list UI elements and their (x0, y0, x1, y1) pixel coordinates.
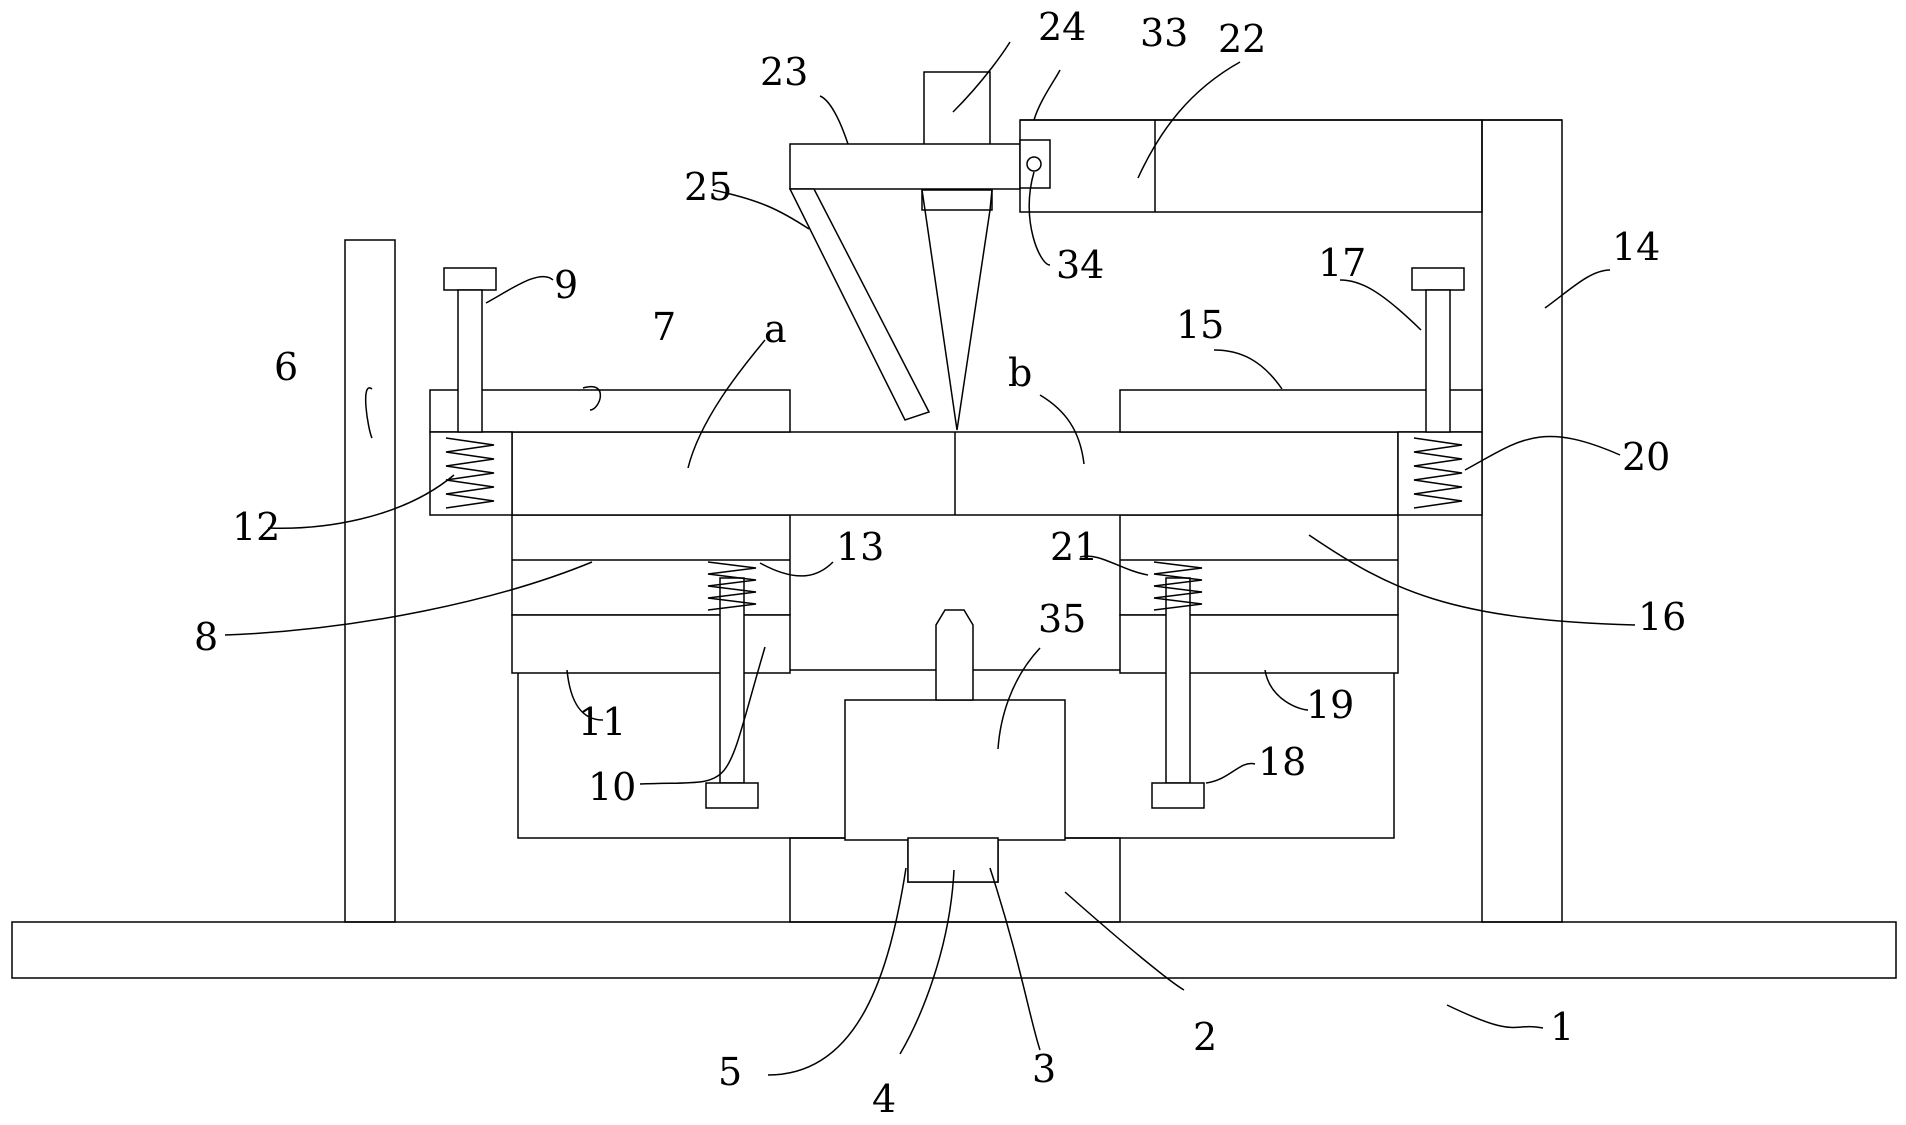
guide-rod-25 (788, 188, 931, 421)
label-7: 7 (652, 305, 676, 349)
label-23: 23 (760, 50, 808, 94)
right-lower-bolt-head (1151, 782, 1205, 809)
cutter-arm-23 (789, 143, 1021, 190)
label-20: 20 (1622, 435, 1670, 479)
label-11: 11 (578, 700, 626, 744)
right-bolt-shank (1425, 289, 1451, 433)
base-plate (11, 921, 1897, 979)
label-9: 9 (554, 263, 578, 307)
label-14: 14 (1612, 225, 1660, 269)
label-3: 3 (1032, 1047, 1056, 1091)
label-19: 19 (1306, 683, 1354, 727)
label-15: 15 (1176, 303, 1224, 347)
spring-21 (1153, 561, 1203, 611)
label-4: 4 (872, 1077, 896, 1121)
label-13: 13 (836, 525, 884, 569)
label-22: 22 (1218, 17, 1266, 61)
label-17: 17 (1318, 241, 1366, 285)
right-bolt-head (1411, 267, 1465, 291)
cutting-blade (924, 209, 991, 431)
label-25: 25 (684, 165, 732, 209)
label-8: 8 (194, 615, 218, 659)
right-spring-housing (1397, 431, 1483, 516)
callout-labels: 1 2 3 4 5 6 7 8 9 10 11 12 13 14 15 16 1… (194, 5, 1686, 1121)
label-16: 16 (1638, 595, 1686, 639)
label-24: 24 (1038, 5, 1086, 49)
label-6: 6 (274, 345, 298, 389)
right-clamp (1119, 389, 1483, 433)
left-column (344, 239, 396, 923)
left-bolt-shank (457, 289, 483, 433)
label-1: 1 (1550, 1005, 1574, 1049)
label-10: 10 (588, 765, 636, 809)
left-clamp (429, 389, 791, 433)
left-spring-housing (429, 431, 513, 516)
spring-13 (707, 561, 757, 611)
locating-pin (935, 609, 974, 701)
spring-20 (1413, 437, 1463, 509)
left-bracket (511, 614, 791, 674)
right-bracket (1119, 614, 1399, 674)
label-a: a (764, 307, 787, 351)
right-lower-bolt-shank (1165, 577, 1191, 784)
left-bolt-head (443, 267, 497, 291)
label-12: 12 (232, 505, 280, 549)
label-b: b (1008, 351, 1032, 395)
label-35: 35 (1038, 597, 1086, 641)
blade-holder (921, 189, 993, 211)
label-2: 2 (1193, 1015, 1217, 1059)
label-34: 34 (1056, 243, 1104, 287)
label-21: 21 (1050, 525, 1098, 569)
left-upper-plate (511, 514, 791, 616)
label-5: 5 (718, 1050, 742, 1094)
left-lower-bolt-head (705, 782, 759, 809)
label-33: 33 (1140, 11, 1188, 55)
leader-lines (224, 41, 1636, 1076)
pivot-34 (1026, 156, 1042, 172)
spring-12 (445, 437, 495, 509)
top-housing (1019, 119, 1483, 213)
center-block (844, 699, 1066, 841)
right-frame-outer (1481, 119, 1563, 923)
label-18: 18 (1258, 740, 1306, 784)
pivot-bracket-33 (1019, 139, 1051, 189)
blade-shoulder (921, 189, 993, 211)
